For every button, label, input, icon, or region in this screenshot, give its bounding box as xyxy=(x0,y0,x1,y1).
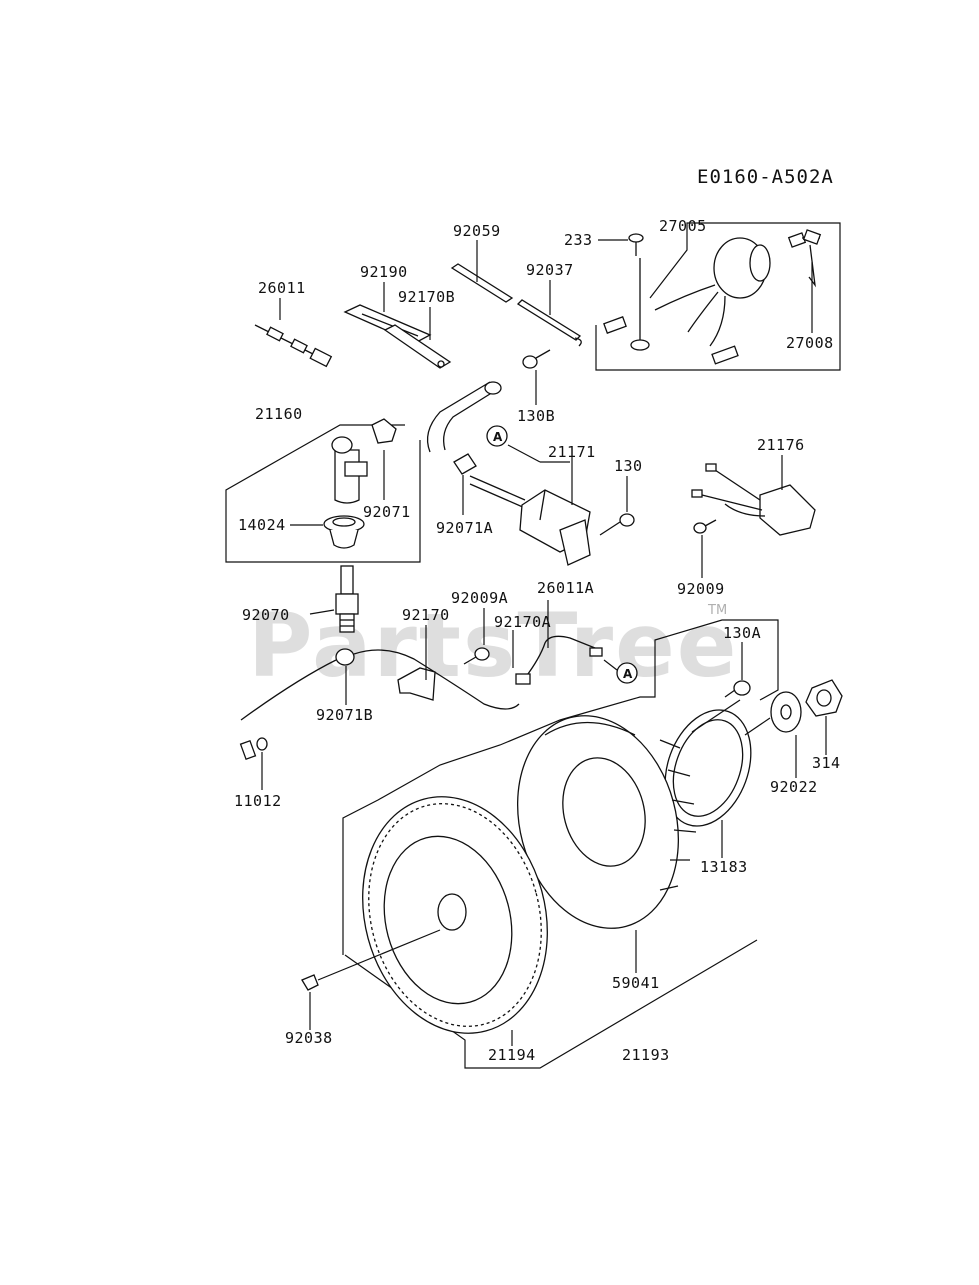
rod-part-92037 xyxy=(516,299,582,347)
module-part-21176 xyxy=(691,463,816,536)
boot-part-92071 xyxy=(371,418,397,444)
screw-part-92009A xyxy=(463,647,490,665)
bolt-part-130A xyxy=(724,680,751,698)
ignition-coil-part-21171 xyxy=(469,475,591,566)
screw-part-233 xyxy=(628,233,644,256)
part-label-26011A: 26011A xyxy=(537,579,594,597)
ignition-switch-group-outline xyxy=(595,222,841,371)
part-label-92170: 92170 xyxy=(402,606,450,624)
plate-part-92190 xyxy=(343,304,432,344)
pin-part-92059 xyxy=(450,263,514,303)
plug-cap-part xyxy=(331,436,368,504)
part-label-27008: 27008 xyxy=(786,334,834,352)
part-label-92037: 92037 xyxy=(526,261,574,279)
clamp-part-92170B xyxy=(383,324,452,369)
terminal-part-11012 xyxy=(239,737,268,761)
part-label-92022: 92022 xyxy=(770,778,818,796)
part-label-21193: 21193 xyxy=(622,1046,670,1064)
part-label-13183: 13183 xyxy=(700,858,748,876)
seal-part-14024 xyxy=(323,515,365,549)
part-label-92059: 92059 xyxy=(453,222,501,240)
part-label-21160: 21160 xyxy=(255,405,303,423)
ref-marker-a-upper-text: A xyxy=(493,430,503,444)
bolt-part-130B xyxy=(522,349,551,369)
key-part-27008 xyxy=(787,229,822,288)
diagram-code: E0160-A502A xyxy=(697,166,834,188)
watermark-tm: TM xyxy=(707,603,727,618)
screw-part-92009 xyxy=(693,519,717,534)
part-label-130B: 130B xyxy=(517,407,555,425)
watermark: PartsTree xyxy=(248,594,738,697)
plug-cap-group-outline xyxy=(225,424,421,563)
key-part-92038 xyxy=(301,974,319,991)
part-label-92071A: 92071A xyxy=(436,519,493,537)
ref-marker-a-lower-text: A xyxy=(623,667,633,681)
ref-marker-a-lower: A xyxy=(616,662,638,684)
part-label-130A: 130A xyxy=(723,624,761,642)
part-label-21171: 21171 xyxy=(548,443,596,461)
fan-part-59041 xyxy=(516,715,697,929)
part-label-14024: 14024 xyxy=(238,516,286,534)
terminal-part-26011 xyxy=(254,324,333,368)
flywheel-part-21194 xyxy=(362,796,548,1034)
part-label-59041: 59041 xyxy=(612,974,660,992)
spark-plug-part-92070 xyxy=(335,565,359,633)
part-label-27005: 27005 xyxy=(659,217,707,235)
lead-wire-part-21160 xyxy=(426,381,502,453)
bolt-part-130 xyxy=(599,513,635,536)
part-label-92009A: 92009A xyxy=(451,589,508,607)
part-label-92009: 92009 xyxy=(677,580,725,598)
part-label-21176: 21176 xyxy=(757,436,805,454)
washer-part-92022 xyxy=(770,691,802,733)
nut-part-314 xyxy=(805,679,843,717)
part-label-92170B: 92170B xyxy=(398,288,455,306)
plate-part-13183 xyxy=(664,709,752,827)
flywheel-group-outline xyxy=(342,619,779,955)
part-label-92071: 92071 xyxy=(363,503,411,521)
part-label-92170A: 92170A xyxy=(494,613,551,631)
wire-part-26011A xyxy=(524,635,603,679)
clamp-part-92170A xyxy=(515,673,531,685)
part-label-92038: 92038 xyxy=(285,1029,333,1047)
part-label-26011: 26011 xyxy=(258,279,306,297)
part-label-130: 130 xyxy=(614,457,643,475)
part-label-92190: 92190 xyxy=(360,263,408,281)
part-label-92070: 92070 xyxy=(242,606,290,624)
part-label-233: 233 xyxy=(564,231,593,249)
part-label-21194: 21194 xyxy=(488,1046,536,1064)
ref-marker-a-upper: A xyxy=(486,425,508,447)
part-label-92071B: 92071B xyxy=(316,706,373,724)
ignition-switch-part-27005 xyxy=(603,237,771,365)
grommet-part-92071B xyxy=(240,648,520,721)
part-label-314: 314 xyxy=(812,754,841,772)
part-label-11012: 11012 xyxy=(234,792,282,810)
clamp-part-92071A xyxy=(453,453,477,475)
